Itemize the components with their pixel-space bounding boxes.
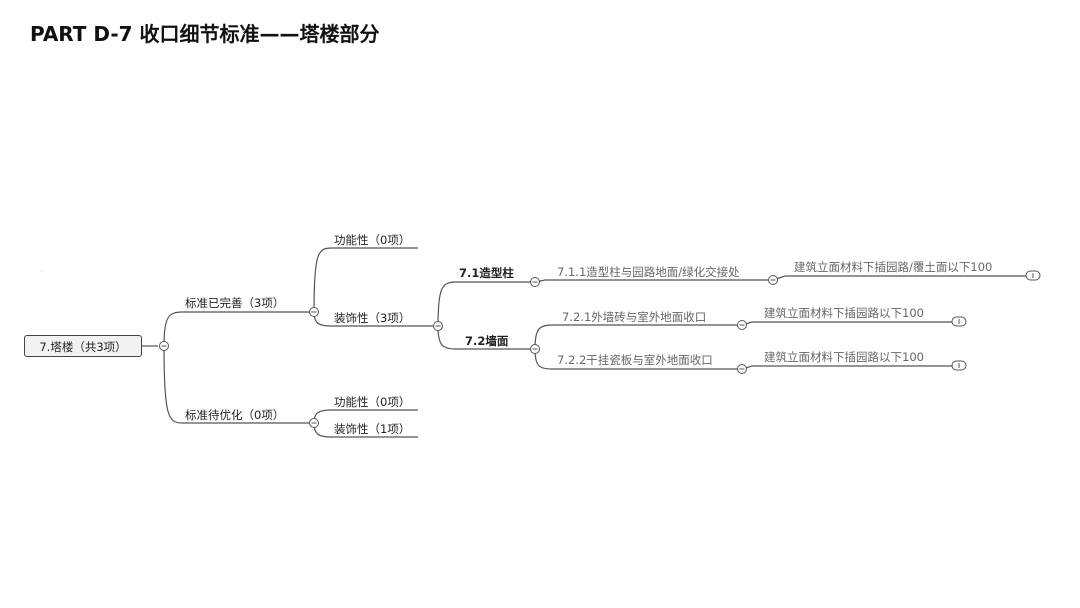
node-column[interactable]: 7.1造型柱 <box>459 266 514 280</box>
note-721[interactable]: 建筑立面材料下插园路以下100 <box>764 306 924 320</box>
collapse-circle-icon[interactable] <box>309 418 319 428</box>
note-marker-icon[interactable] <box>951 316 967 327</box>
collapse-circle-icon[interactable] <box>737 364 747 374</box>
node-decorative-pending[interactable]: 装饰性（1项） <box>334 422 411 436</box>
collapse-circle-icon[interactable] <box>530 344 540 354</box>
note-marker-icon[interactable] <box>1025 270 1041 281</box>
note-marker-icon[interactable] <box>951 360 967 371</box>
note-711[interactable]: 建筑立面材料下插园路/覆土面以下100 <box>794 260 993 274</box>
node-item-711[interactable]: 7.1.1造型柱与园路地面/绿化交接处 <box>557 265 740 279</box>
collapse-circle-icon[interactable] <box>530 277 540 287</box>
node-wall[interactable]: 7.2墙面 <box>465 334 509 348</box>
branch-standard-pending[interactable]: 标准待优化（0项） <box>185 408 285 422</box>
collapse-circle-icon[interactable] <box>433 321 443 331</box>
node-item-722[interactable]: 7.2.2干挂瓷板与室外地面收口 <box>557 353 713 367</box>
page-title: PART D-7 收口细节标准——塔楼部分 <box>30 22 380 46</box>
node-functional-done[interactable]: 功能性（0项） <box>334 233 411 247</box>
collapse-circle-icon[interactable] <box>737 320 747 330</box>
root-node[interactable]: 7.塔楼（共3项） <box>24 335 142 357</box>
collapse-circle-icon[interactable] <box>309 307 319 317</box>
note-722[interactable]: 建筑立面材料下插园路以下100 <box>764 350 924 364</box>
collapse-circle-icon[interactable] <box>159 341 169 351</box>
node-item-721[interactable]: 7.2.1外墙砖与室外地面收口 <box>562 310 707 324</box>
collapse-circle-icon[interactable] <box>768 275 778 285</box>
branch-standard-done[interactable]: 标准已完善（3项） <box>185 296 285 310</box>
node-functional-pending[interactable]: 功能性（0项） <box>334 395 411 409</box>
node-decorative-done[interactable]: 装饰性（3项） <box>334 311 411 325</box>
